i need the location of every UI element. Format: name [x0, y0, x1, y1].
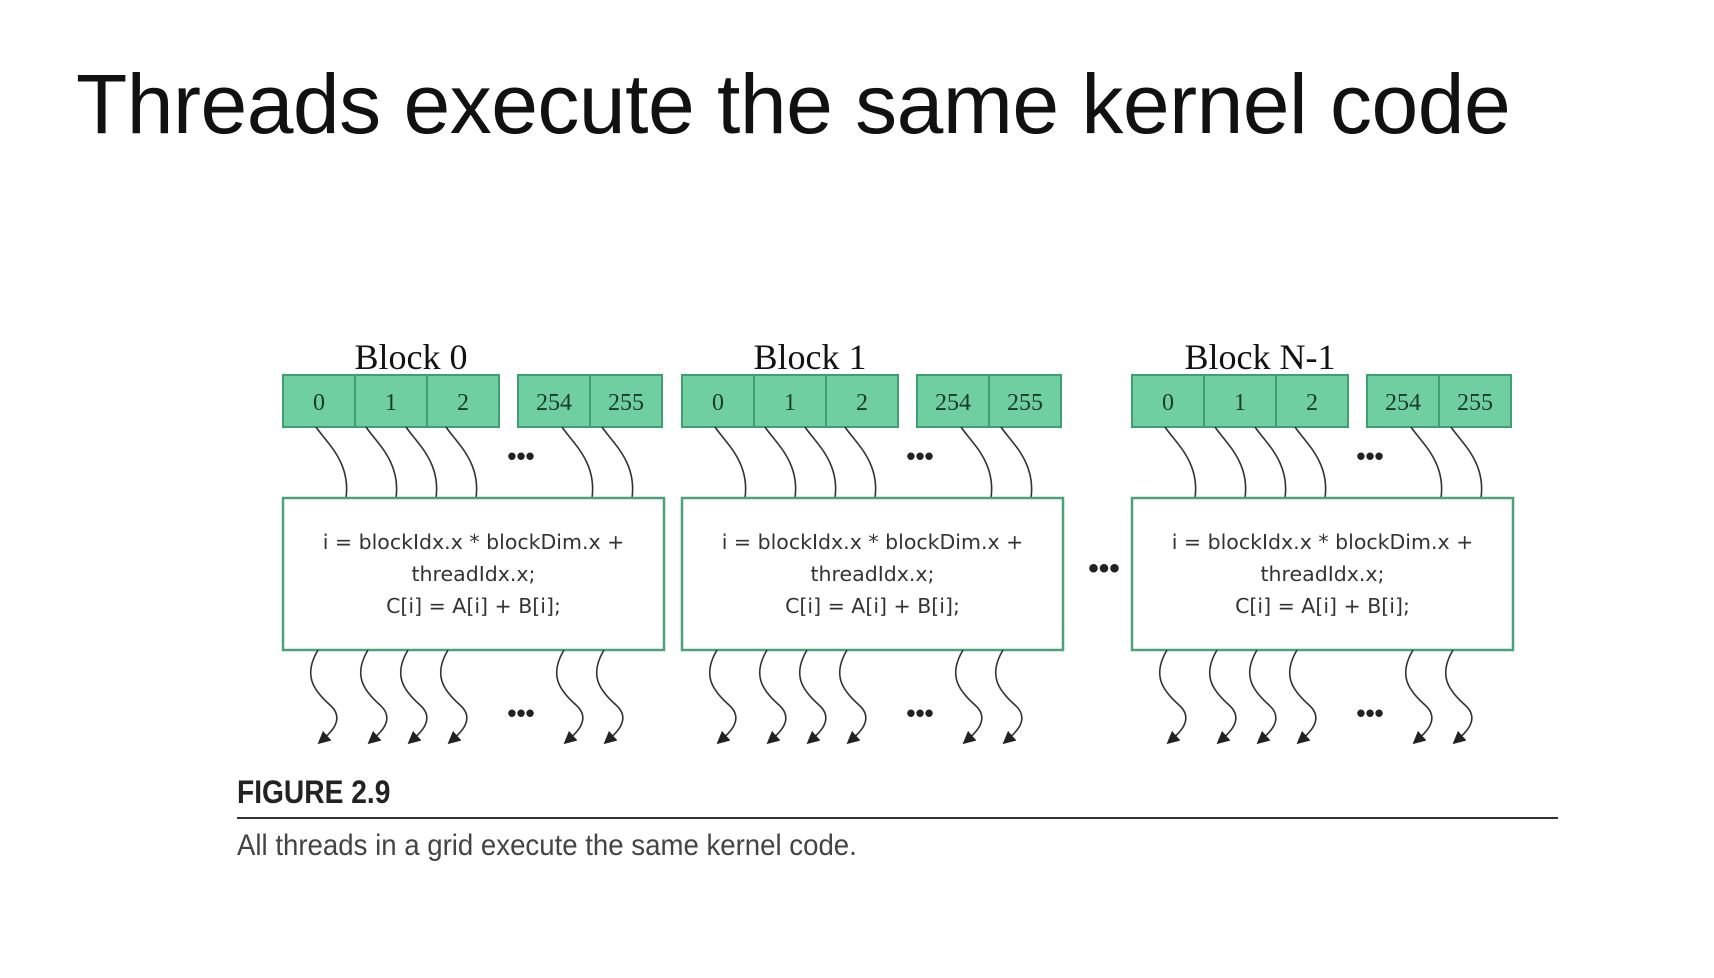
thread-output-arrow	[309, 649, 338, 745]
thread-output-arrow	[439, 649, 468, 745]
thread-connector	[1254, 426, 1287, 499]
thread-connector	[1410, 426, 1443, 499]
thread-index: 255	[1007, 390, 1043, 416]
thread-output-arrow	[595, 649, 624, 745]
thread-connector	[764, 426, 797, 499]
thread-index: 2	[856, 390, 868, 416]
outputs-ellipsis: •••	[906, 698, 933, 728]
kernel-code-line: i = blockIdx.x * blockDim.x +	[722, 530, 1024, 554]
kernel-code-line: threadIdx.x;	[412, 562, 536, 586]
thread-output-arrow	[1248, 649, 1277, 745]
thread-connector	[960, 426, 993, 499]
thread-cell	[1275, 374, 1349, 428]
thread-cell	[517, 374, 591, 428]
thread-output-arrow	[994, 649, 1023, 745]
thread-output-arrow	[399, 649, 428, 745]
kernel-code-box	[680, 496, 1065, 652]
kernel-code-line: C[i] = A[i] + B[i];	[386, 594, 561, 618]
thread-output-arrow	[1404, 649, 1433, 745]
threads-ellipsis: •••	[906, 441, 933, 471]
thread-connector	[844, 426, 877, 499]
kernel-code-box	[1130, 496, 1515, 652]
thread-cell	[825, 374, 899, 428]
thread-index: 2	[1306, 390, 1318, 416]
kernel-code-line: threadIdx.x;	[811, 562, 935, 586]
thread-index: 254	[1385, 390, 1421, 416]
thread-index: 1	[784, 390, 796, 416]
thread-output-arrow	[555, 649, 584, 745]
thread-index: 255	[1457, 390, 1493, 416]
thread-connector	[601, 426, 634, 499]
thread-connector	[1294, 426, 1327, 499]
thread-index: 0	[712, 390, 724, 416]
kernel-code-line: threadIdx.x;	[1261, 562, 1385, 586]
thread-cell	[426, 374, 500, 428]
thread-cell	[282, 374, 356, 428]
thread-connector	[405, 426, 438, 499]
thread-cell	[916, 374, 990, 428]
thread-cell	[681, 374, 755, 428]
thread-index: 0	[1162, 390, 1174, 416]
slide-title: Threads execute the same kernel code	[76, 57, 1511, 151]
thread-index: 254	[536, 390, 572, 416]
thread-output-arrow	[359, 649, 388, 745]
thread-index: 1	[1234, 390, 1246, 416]
thread-output-arrow	[708, 649, 737, 745]
thread-connector	[1450, 426, 1483, 499]
thread-connector	[365, 426, 398, 499]
thread-cell	[589, 374, 663, 428]
outputs-ellipsis: •••	[1356, 698, 1383, 728]
block-label: Block N-1	[1185, 337, 1336, 377]
thread-connector	[714, 426, 747, 499]
kernel-code-box	[281, 496, 666, 652]
thread-connector	[804, 426, 837, 499]
thread-block: Block 0 0 1 2 254 255 ••• i = blockIdx.x * bloc…	[281, 337, 666, 745]
thread-connector	[1214, 426, 1247, 499]
thread-block: Block 1 0 1 2 254 255 ••• i = blockIdx.x * bloc…	[680, 337, 1065, 745]
thread-index: 1	[385, 390, 397, 416]
thread-output-arrow	[838, 649, 867, 745]
kernel-code-line: C[i] = A[i] + B[i];	[785, 594, 960, 618]
thread-index: 254	[935, 390, 971, 416]
thread-block: Block N-1 0 1 2 254 255 ••• i = blockIdx.x * bl…	[1130, 337, 1515, 745]
thread-connector	[561, 426, 594, 499]
thread-cell	[354, 374, 428, 428]
thread-output-arrow	[1208, 649, 1237, 745]
thread-cell	[1438, 374, 1512, 428]
thread-output-arrow	[798, 649, 827, 745]
thread-output-arrow	[954, 649, 983, 745]
thread-connector	[1164, 426, 1197, 499]
thread-cell	[753, 374, 827, 428]
kernel-code-line: i = blockIdx.x * blockDim.x +	[323, 530, 625, 554]
block-label: Block 0	[355, 337, 468, 377]
between-blocks-ellipsis: •••	[1088, 552, 1120, 585]
thread-output-arrow	[1158, 649, 1187, 745]
thread-output-arrow	[1444, 649, 1473, 745]
thread-cell	[988, 374, 1062, 428]
threads-ellipsis: •••	[1356, 441, 1383, 471]
block-label: Block 1	[754, 337, 867, 377]
kernel-code-line: C[i] = A[i] + B[i];	[1235, 594, 1410, 618]
thread-index: 255	[608, 390, 644, 416]
thread-output-arrow	[758, 649, 787, 745]
threads-ellipsis: •••	[507, 441, 534, 471]
thread-connector	[315, 426, 348, 499]
thread-connector	[1000, 426, 1033, 499]
thread-index: 2	[457, 390, 469, 416]
thread-index: 0	[313, 390, 325, 416]
thread-connector	[445, 426, 478, 499]
kernel-code-line: i = blockIdx.x * blockDim.x +	[1172, 530, 1474, 554]
outputs-ellipsis: •••	[507, 698, 534, 728]
figure-label: FIGURE 2.9	[237, 774, 391, 810]
figure-caption: All threads in a grid execute the same k…	[237, 829, 857, 862]
thread-output-arrow	[1288, 649, 1317, 745]
figure-divider	[237, 817, 1558, 819]
